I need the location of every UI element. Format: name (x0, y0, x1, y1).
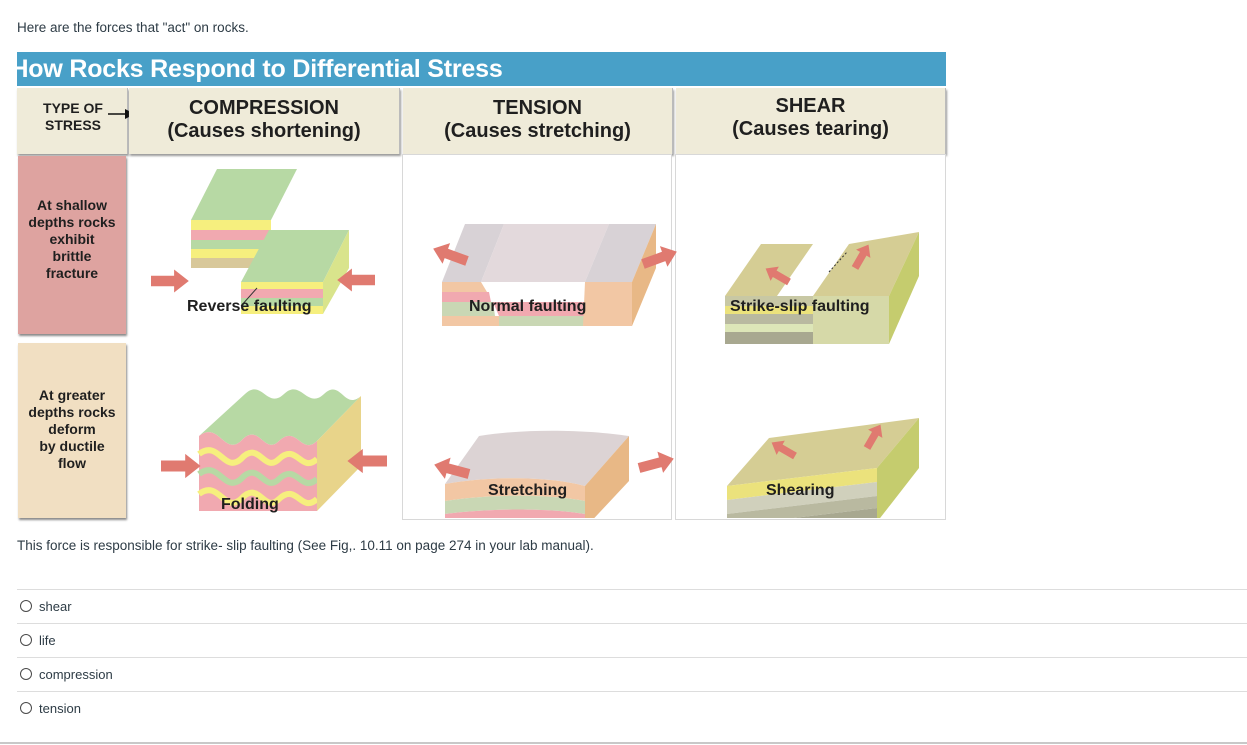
reverse-faulting-caption: Reverse faulting (187, 298, 312, 315)
compression-header: COMPRESSION (Causes shortening) (129, 88, 400, 154)
normal-faulting-caption: Normal faulting (469, 298, 587, 315)
option-label[interactable]: tension (39, 701, 81, 716)
normal-faulting-diagram (429, 224, 681, 326)
stretching-caption: Stretching (488, 482, 568, 499)
strike-slip-faulting-diagram (725, 232, 919, 344)
tension-effect: (Causes stretching) (444, 120, 631, 142)
option-label[interactable]: shear (39, 599, 72, 614)
shear-header: SHEAR (Causes tearing) (676, 88, 946, 154)
radio-button[interactable] (20, 668, 32, 680)
type-label-line1: TYPE OF (43, 100, 103, 116)
stretching-diagram (431, 430, 677, 518)
radio-button[interactable] (20, 600, 32, 612)
figure-title: How Rocks Respond to Differential Stress (10, 52, 946, 86)
tension-title: TENSION (493, 97, 582, 119)
type-label-line2: STRESS (44, 117, 101, 133)
strike-slip-faulting-caption: Strike-slip faulting (730, 298, 870, 315)
shearing-diagram (727, 418, 919, 518)
option-life[interactable]: life (17, 623, 1247, 657)
option-tension[interactable]: tension (17, 691, 1247, 725)
shearing-caption: Shearing (766, 482, 835, 499)
reverse-faulting-diagram (151, 169, 375, 314)
radio-button[interactable] (20, 702, 32, 714)
option-label[interactable]: compression (39, 667, 113, 682)
option-compression[interactable]: compression (17, 657, 1247, 691)
compression-effect: (Causes shortening) (167, 120, 361, 142)
type-of-stress-header: TYPE OF STRESS (17, 88, 135, 154)
stress-figure: How Rocks Respond to Differential Stress… (10, 50, 946, 520)
tension-header: TENSION (Causes stretching) (403, 88, 673, 154)
bottom-divider (0, 742, 1247, 744)
radio-button[interactable] (20, 634, 32, 646)
shear-title: SHEAR (775, 95, 846, 117)
option-label[interactable]: life (39, 633, 56, 648)
shear-effect: (Causes tearing) (732, 118, 889, 140)
greater-depth-label: At greater depths rocks deform by ductil… (18, 343, 126, 518)
folding-diagram (161, 389, 387, 511)
answer-options: shear life compression tension (17, 589, 1247, 725)
option-shear[interactable]: shear (17, 589, 1247, 623)
intro-text: Here are the forces that "act" on rocks. (17, 20, 249, 35)
compression-title: COMPRESSION (188, 97, 340, 119)
shallow-depth-label: At shallow depths rocks exhibit brittle … (18, 156, 126, 334)
question-text: This force is responsible for strike- sl… (17, 538, 594, 553)
folding-caption: Folding (221, 496, 279, 513)
stress-illustrations (151, 169, 919, 518)
